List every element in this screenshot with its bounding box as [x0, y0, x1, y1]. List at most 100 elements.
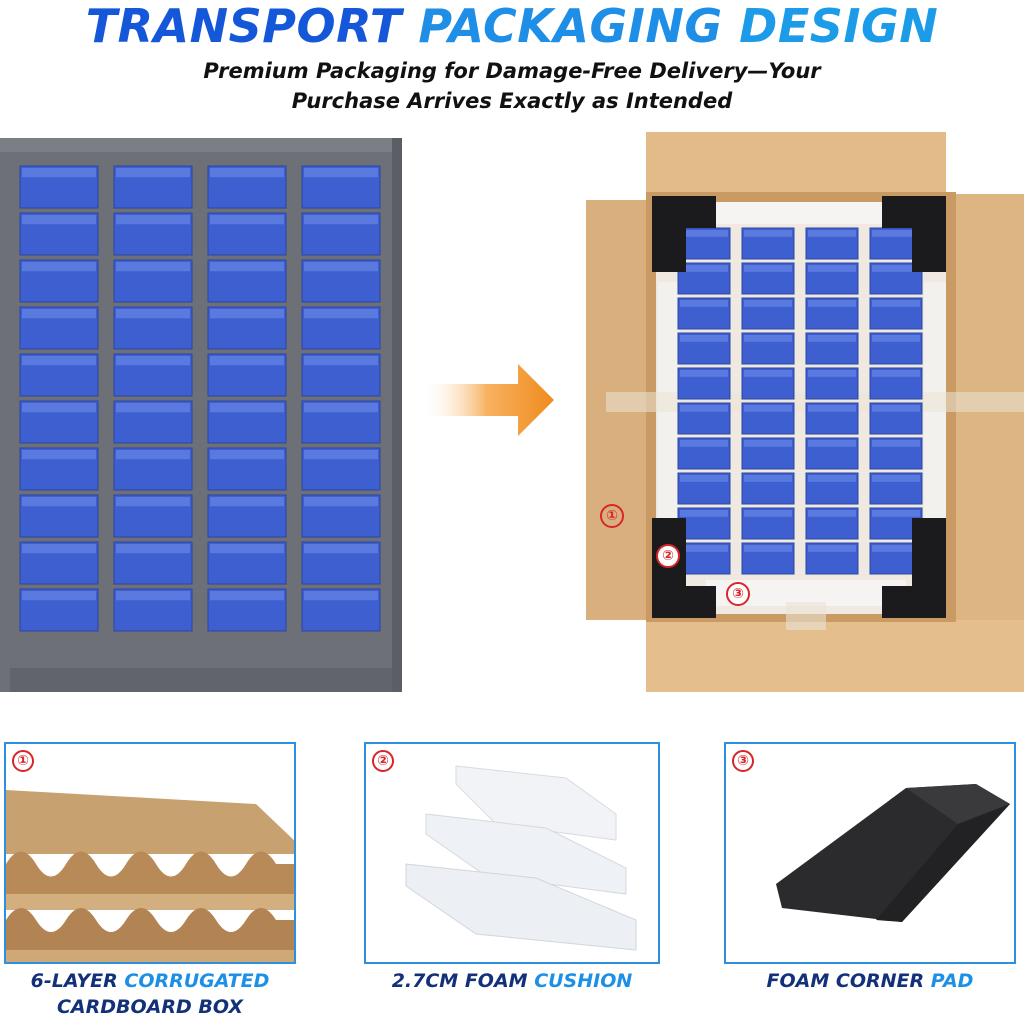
caption-corner-highlight: PAD [930, 970, 974, 992]
caption-corner-pad: FOAM CORNER PAD [724, 968, 1016, 994]
caption-foam-cushion: 2.7CM FOAM CUSHION [364, 968, 660, 994]
card-number-1: ① [12, 750, 34, 772]
boxed-drawer-label-slot [744, 265, 792, 272]
boxed-drawer-label-slot [808, 545, 856, 552]
cabinet-drawer-label-slot [210, 544, 284, 554]
cabinet-drawer-label-slot [22, 544, 96, 554]
caption-cardboard-main: 6-LAYER [30, 970, 125, 992]
cabinet-drawer-label-slot [22, 262, 96, 272]
boxed-drawer-label-slot [680, 440, 728, 447]
caption-cardboard: 6-LAYER CORRUGATED CARDBOARD BOX [4, 968, 296, 1020]
cabinet-drawer-label-slot [116, 450, 190, 460]
boxed-drawer-label-slot [872, 230, 920, 237]
cabinet-drawer-label-slot [304, 544, 378, 554]
title-word-3: DESIGN [739, 0, 939, 53]
box-marker-2: ② [656, 544, 680, 568]
foam-corner-pad-icon [726, 744, 1014, 962]
cabinet-drawer-label-slot [22, 356, 96, 366]
boxed-drawer-label-slot [744, 440, 792, 447]
cabinet-drawer-label-slot [22, 309, 96, 319]
boxed-drawer-label-slot [744, 300, 792, 307]
card-number-3: ③ [732, 750, 754, 772]
cabinet-drawer-label-slot [304, 168, 378, 178]
foam-corner-pad-card: ③ [724, 742, 1016, 964]
cabinet-drawer-label-slot [304, 497, 378, 507]
cabinet-drawer-label-slot [22, 168, 96, 178]
cabinet-drawer-label-slot [116, 591, 190, 601]
cabinet-drawer-label-slot [22, 215, 96, 225]
cabinet-drawer-label-slot [210, 403, 284, 413]
box-marker-1: ① [600, 504, 624, 528]
boxed-drawer-label-slot [680, 230, 728, 237]
boxed-drawer-label-slot [872, 265, 920, 272]
cabinet-drawer-label-slot [304, 262, 378, 272]
boxed-drawer-label-slot [744, 370, 792, 377]
boxed-drawer-label-slot [744, 545, 792, 552]
cabinet-drawer-label-slot [210, 356, 284, 366]
caption-corner-main: FOAM CORNER [766, 970, 931, 992]
card-number-2: ② [372, 750, 394, 772]
boxed-drawer-label-slot [680, 300, 728, 307]
cabinet-drawer-label-slot [210, 309, 284, 319]
boxed-drawer-label-slot [808, 405, 856, 412]
page-title: TRANSPORT PACKAGING DESIGN [0, 0, 1024, 52]
boxed-drawer-label-slot [808, 370, 856, 377]
boxed-drawer-label-slot [872, 405, 920, 412]
boxed-drawer-label-slot [680, 405, 728, 412]
cabinet-drawer-label-slot [210, 215, 284, 225]
boxed-drawer-label-slot [808, 300, 856, 307]
boxed-drawer-label-slot [680, 545, 728, 552]
caption-foam-highlight: CUSHION [534, 970, 633, 992]
drawer-cabinet-image [0, 138, 402, 692]
boxed-drawer-label-slot [680, 335, 728, 342]
foam-cushion-icon [366, 744, 658, 962]
boxed-drawer-label-slot [872, 475, 920, 482]
arrow-right-icon [420, 360, 570, 440]
boxed-drawer-label-slot [808, 510, 856, 517]
boxed-drawer-label-slot [744, 230, 792, 237]
caption-foam-main: 2.7CM FOAM [391, 970, 535, 992]
cabinet-drawer-label-slot [304, 356, 378, 366]
boxed-drawer-label-slot [808, 265, 856, 272]
cabinet-drawer-label-slot [116, 497, 190, 507]
boxed-drawer-label-slot [872, 510, 920, 517]
title-word-1: TRANSPORT [85, 0, 402, 53]
boxed-drawer-label-slot [744, 335, 792, 342]
cabinet-drawer-label-slot [116, 356, 190, 366]
cabinet-drawer-label-slot [210, 262, 284, 272]
cardboard-card: ① [4, 742, 296, 964]
cabinet-drawer-label-slot [22, 450, 96, 460]
boxed-drawer-label-slot [744, 475, 792, 482]
title-word-2: PACKAGING [418, 0, 723, 53]
cabinet-drawer-label-slot [304, 403, 378, 413]
packed-box-image: ① ② ③ [586, 132, 1024, 692]
cabinet-drawer-label-slot [116, 168, 190, 178]
boxed-drawer-label-slot [680, 370, 728, 377]
boxed-drawer-label-slot [872, 335, 920, 342]
boxed-drawer-label-slot [808, 230, 856, 237]
cabinet-drawer-label-slot [304, 591, 378, 601]
cabinet-drawer-label-slot [304, 215, 378, 225]
cabinet-drawer-label-slot [304, 309, 378, 319]
boxed-drawer-label-slot [872, 370, 920, 377]
corrugated-cardboard-icon [6, 744, 294, 962]
boxed-drawer-label-slot [744, 405, 792, 412]
cabinet-drawer-label-slot [210, 168, 284, 178]
cabinet-drawer-label-slot [22, 497, 96, 507]
cabinet-drawer-label-slot [22, 591, 96, 601]
caption-cardboard-highlight: CORRUGATED [124, 970, 270, 992]
boxed-drawer-label-slot [872, 440, 920, 447]
subtitle-line-1: Premium Packaging for Damage-Free Delive… [203, 59, 821, 83]
subtitle-line-2: Purchase Arrives Exactly as Intended [291, 89, 733, 113]
caption-cardboard-line2: CARDBOARD BOX [56, 996, 243, 1018]
boxed-drawer-label-slot [680, 475, 728, 482]
cabinet-drawer-label-slot [22, 403, 96, 413]
foam-cushion-card: ② [364, 742, 660, 964]
page-subtitle: Premium Packaging for Damage-Free Delive… [0, 56, 1024, 116]
cabinet-drawer-label-slot [116, 309, 190, 319]
boxed-drawer-label-slot [872, 545, 920, 552]
cabinet-drawer-label-slot [116, 262, 190, 272]
boxed-drawer-label-slot [680, 265, 728, 272]
boxed-drawer-label-slot [872, 300, 920, 307]
cabinet-drawer-label-slot [210, 591, 284, 601]
